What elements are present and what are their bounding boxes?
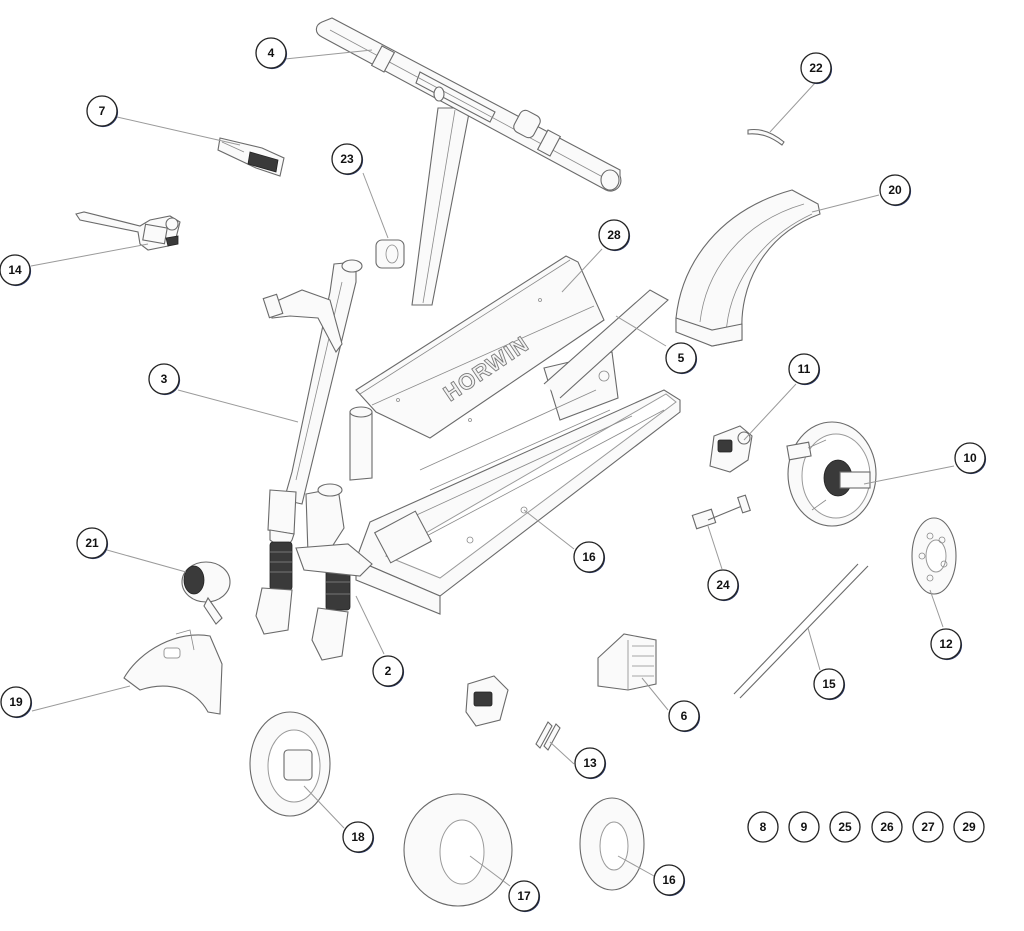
svg-text:22: 22: [809, 61, 823, 75]
svg-text:13: 13: [583, 756, 597, 770]
callout-19: 19: [0, 686, 33, 719]
leader-lines: [30, 49, 955, 887]
callout-27: 27: [912, 811, 944, 843]
svg-text:23: 23: [340, 152, 354, 166]
part-caliper-upper: [709, 425, 753, 473]
callout-4: 4: [255, 37, 288, 70]
callout-21: 21: [76, 527, 109, 560]
callout-23: 23: [331, 143, 364, 176]
svg-text:26: 26: [880, 820, 894, 834]
svg-text:24: 24: [716, 578, 730, 592]
part-hub-motor: [786, 421, 877, 527]
callout-14: 14: [0, 254, 32, 287]
part-steering-column: [255, 259, 373, 661]
callout-17: 17: [508, 880, 541, 913]
svg-text:10: 10: [963, 451, 977, 465]
part-headlight: [181, 561, 231, 625]
svg-text:5: 5: [678, 351, 685, 365]
callout-11: 11: [788, 353, 821, 386]
svg-text:28: 28: [607, 228, 621, 242]
part-brake-lever: [75, 211, 181, 251]
callout-3: 3: [148, 363, 181, 396]
part-brake-pads: [535, 721, 561, 751]
part-rods: [733, 563, 869, 699]
svg-text:17: 17: [517, 889, 531, 903]
svg-text:15: 15: [822, 677, 836, 691]
svg-text:16: 16: [662, 873, 676, 887]
part-strip: [747, 128, 785, 146]
part-throttle-display: [217, 137, 285, 177]
part-small-block: [375, 239, 405, 269]
callout-12: 12: [930, 628, 963, 661]
callout-20: 20: [879, 174, 912, 207]
svg-text:12: 12: [939, 637, 953, 651]
part-rear-fender: [675, 189, 821, 347]
part-rear-tyre: [579, 797, 645, 891]
part-deck-plate: HORWIN: [355, 255, 605, 439]
svg-text:8: 8: [760, 820, 767, 834]
callout-16-tyre: 16: [653, 864, 686, 897]
svg-text:25: 25: [838, 820, 852, 834]
svg-text:6: 6: [681, 709, 688, 723]
callout-15: 15: [813, 668, 846, 701]
svg-text:16: 16: [582, 550, 596, 564]
callout-8: 8: [747, 811, 779, 843]
callout-24: 24: [707, 569, 740, 602]
part-front-tyre: [403, 793, 513, 907]
svg-text:21: 21: [85, 536, 99, 550]
svg-text:27: 27: [921, 820, 935, 834]
svg-text:9: 9: [801, 820, 808, 834]
svg-text:3: 3: [161, 372, 168, 386]
callout-26: 26: [871, 811, 903, 843]
callout-5: 5: [665, 342, 698, 375]
part-axle-bolt: [691, 494, 751, 530]
svg-text:2: 2: [385, 664, 392, 678]
svg-text:4: 4: [268, 46, 275, 60]
part-front-fender: [123, 629, 223, 715]
part-battery-block: [597, 633, 657, 691]
callout-10: 10: [954, 442, 987, 475]
callout-7: 7: [86, 95, 119, 128]
svg-text:29: 29: [962, 820, 976, 834]
part-brake-disc: [911, 517, 957, 595]
part-front-rim: [249, 711, 331, 817]
svg-text:14: 14: [8, 263, 22, 277]
svg-text:19: 19: [9, 695, 23, 709]
svg-text:7: 7: [99, 104, 106, 118]
callout-2: 2: [372, 655, 405, 688]
callout-6: 6: [668, 700, 701, 733]
callout-18: 18: [342, 821, 375, 854]
part-caliper-lower: [465, 675, 509, 727]
callout-13: 13: [574, 747, 607, 780]
callout-16-frame: 16: [573, 541, 606, 574]
svg-text:11: 11: [798, 362, 811, 376]
callout-25: 25: [829, 811, 861, 843]
part-frame-chassis: [355, 289, 681, 615]
callout-29: 29: [953, 811, 985, 843]
part-left-spring: [269, 541, 293, 591]
callout-22: 22: [800, 52, 833, 85]
part-handlebar: [315, 17, 622, 306]
callout-28: 28: [598, 219, 631, 252]
svg-text:18: 18: [351, 830, 365, 844]
svg-text:20: 20: [888, 183, 902, 197]
callout-9: 9: [788, 811, 820, 843]
